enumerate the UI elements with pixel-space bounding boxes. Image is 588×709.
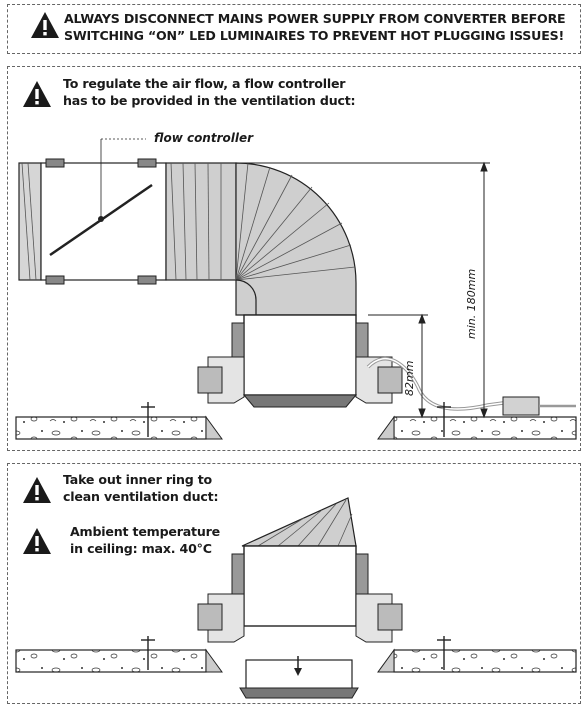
min-height-dimension: min. 180mm xyxy=(465,268,478,339)
ventilation-duct-diagram xyxy=(15,138,577,440)
flow-controller-label: flow controller xyxy=(154,131,254,145)
warning-triangle-icon xyxy=(23,81,51,107)
ring-note-line2: clean ventilation duct: xyxy=(63,489,219,504)
hot-plugging-warning-panel: ALWAYS DISCONNECT MAINS POWER SUPPLY FRO… xyxy=(7,4,581,54)
ring-cleaning-panel: Take out inner ring to clean ventilation… xyxy=(7,463,581,704)
airflow-note-line2: has to be provided in the ventilation du… xyxy=(63,93,356,108)
ring-note-line1: Take out inner ring to xyxy=(63,472,212,487)
inner-ring-removal-diagram xyxy=(15,497,577,699)
warning-triangle-icon xyxy=(31,12,59,38)
hot-plugging-warning-line1: ALWAYS DISCONNECT MAINS POWER SUPPLY FRO… xyxy=(64,11,566,26)
luminaire-height-dimension: 82mm xyxy=(403,360,416,396)
warning-triangle-icon xyxy=(23,528,51,554)
hot-plugging-warning-line2: SWITCHING “ON” LED LUMINAIRES TO PREVENT… xyxy=(64,28,565,43)
temperature-note-line1: Ambient temperature xyxy=(70,524,220,539)
airflow-note-line1: To regulate the air flow, a flow control… xyxy=(63,76,346,91)
warning-triangle-icon xyxy=(23,477,51,503)
air-flow-panel: To regulate the air flow, a flow control… xyxy=(7,66,581,451)
temperature-note-line2: in ceiling: max. 40°C xyxy=(70,541,212,556)
